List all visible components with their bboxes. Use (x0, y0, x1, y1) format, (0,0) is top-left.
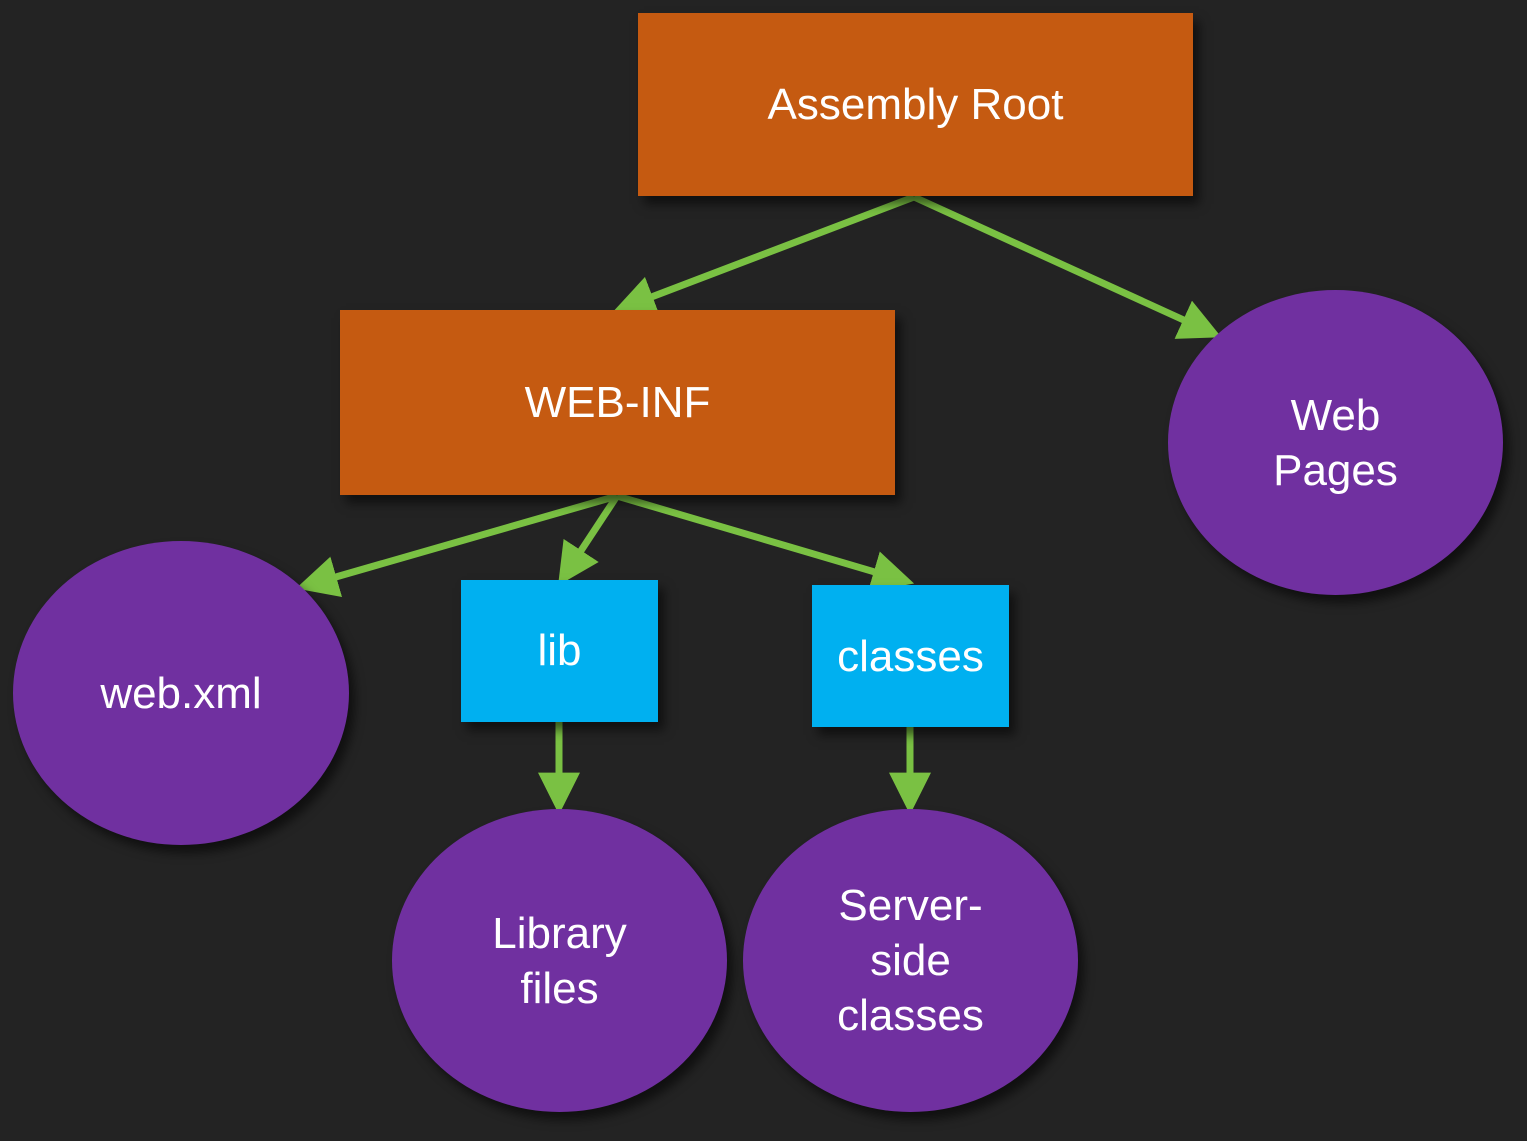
node-classes: classes (812, 585, 1009, 727)
edge-assembly-root-to-web-pages (912, 193, 1222, 339)
edge-web-inf-to-classes (616, 492, 915, 592)
edge-assembly-root-to-web-inf (613, 193, 916, 317)
node-lib: lib (461, 580, 658, 722)
node-web-pages: Web Pages (1168, 290, 1503, 595)
edge-web-inf-to-lib (558, 494, 620, 586)
edge-web-inf-to-web-xml (295, 492, 618, 598)
node-library-files: Library files (392, 809, 727, 1112)
node-assembly-root: Assembly Root (638, 13, 1193, 196)
node-server-side-classes: Server- side classes (743, 809, 1078, 1112)
node-web-inf: WEB-INF (340, 310, 895, 495)
node-web-xml: web.xml (13, 541, 349, 845)
